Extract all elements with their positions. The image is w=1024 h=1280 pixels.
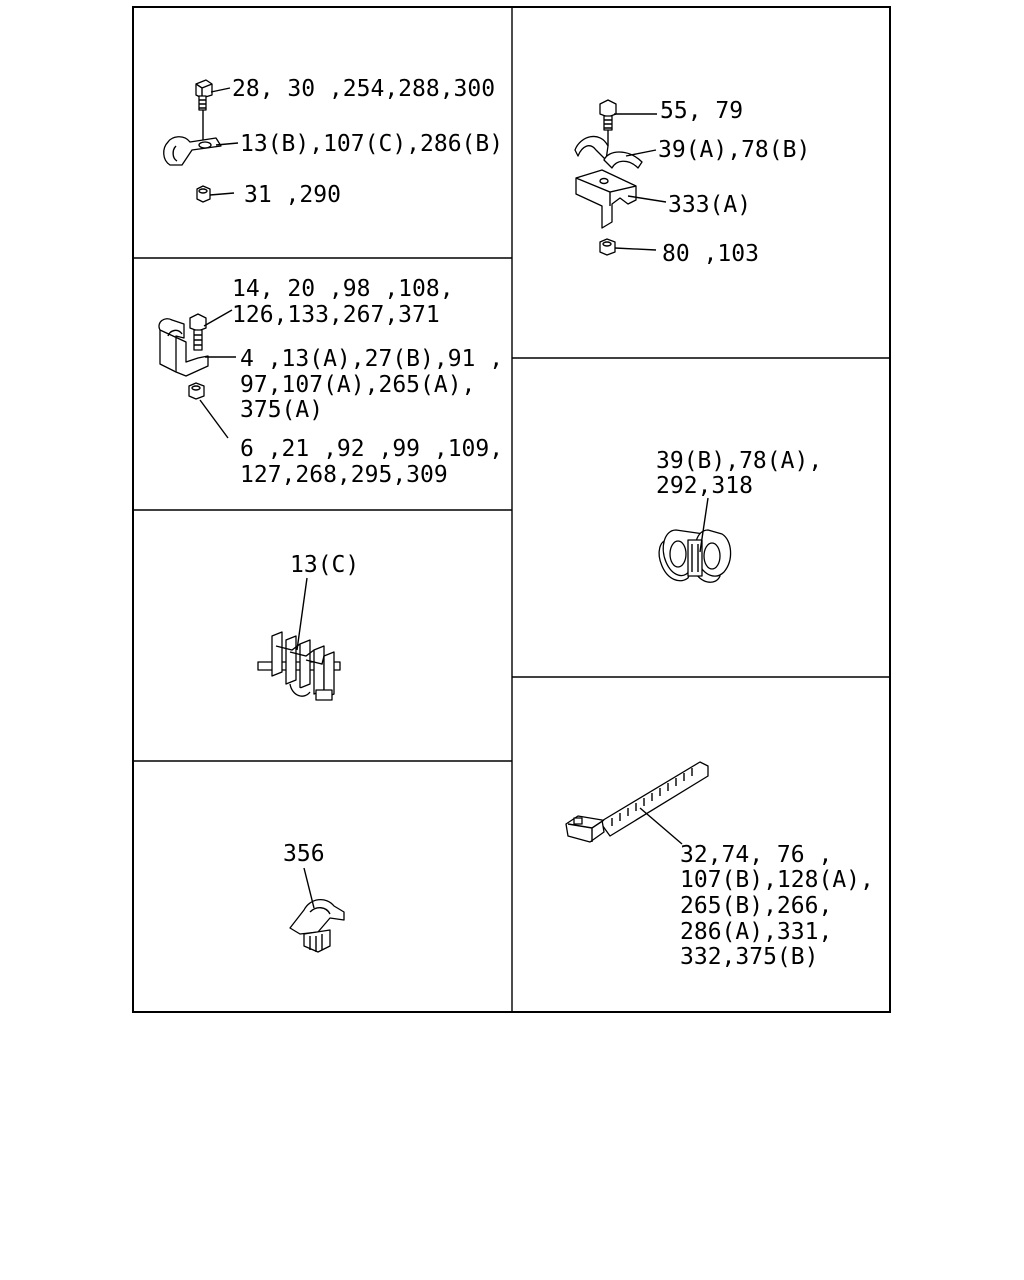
clip-part-label-line-1: 4 ,13(A),27(B),91 , xyxy=(240,346,503,372)
bolt-part-label: 55, 79 xyxy=(660,98,743,124)
push-clip-part-label: 356 xyxy=(283,841,325,867)
nut-icon xyxy=(599,238,616,256)
clamp-part-label: 39(A),78(B) xyxy=(658,137,810,163)
clip-part-label-line-3: 375(A) xyxy=(240,397,323,423)
double-clip-label-line-2: 292,318 xyxy=(656,473,753,499)
cable-tie-label-line-2: 107(B),128(A), xyxy=(680,867,874,893)
panel-bracket-clamp: 14, 20 ,98 ,108, 126,133,267,371 4 ,13(A… xyxy=(158,276,503,488)
panel-bolt-clip-nut: 28, 30 ,254,288,300 13(B),107(C),286(B) … xyxy=(163,76,503,208)
cable-tie-label-line-5: 332,375(B) xyxy=(680,944,818,970)
clip-part-label: 13(B),107(C),286(B) xyxy=(240,131,503,157)
cable-tie-icon xyxy=(565,761,709,843)
panel-split-clamp-bracket: 55, 79 39(A),78(B) 333(A) 80 ,103 xyxy=(574,98,810,267)
nut-icon xyxy=(196,185,211,203)
nut-part-label: 31 ,290 xyxy=(244,182,341,208)
cable-tie-label-line-1: 32,74, 76 , xyxy=(680,842,832,868)
cable-tie-label-line-3: 265(B),266, xyxy=(680,893,832,919)
bracket-clamp-icon xyxy=(158,318,209,377)
bolt-part-label-line-1: 14, 20 ,98 ,108, xyxy=(232,276,454,302)
panel-push-clip: 356 xyxy=(283,841,345,953)
bolt-part-label-line-2: 126,133,267,371 xyxy=(232,302,440,328)
panel-double-clip: 39(B),78(A), 292,318 xyxy=(656,448,822,583)
split-clamp-icon xyxy=(574,135,643,169)
p-clip-icon xyxy=(163,136,222,166)
bolt-icon xyxy=(599,99,617,146)
diagram-frame xyxy=(132,6,891,1013)
bolt-icon xyxy=(189,313,207,351)
bolt-icon xyxy=(195,79,213,140)
nut-part-label: 80 ,103 xyxy=(662,241,759,267)
panel-cable-tie: 32,74, 76 , 107(B),128(A), 265(B),266, 2… xyxy=(565,761,874,970)
push-clip-icon xyxy=(289,899,345,953)
clip-part-label-line-2: 97,107(A),265(A), xyxy=(240,372,475,398)
bracket-icon xyxy=(575,169,637,229)
double-clip-label-line-1: 39(B),78(A), xyxy=(656,448,822,474)
nut-part-label-line-2: 127,268,295,309 xyxy=(240,462,448,488)
cable-tie-label-line-4: 286(A),331, xyxy=(680,919,832,945)
panel-comb-clip: 13(C) xyxy=(257,552,359,701)
comb-clip-icon xyxy=(257,631,341,701)
comb-clip-part-label: 13(C) xyxy=(290,552,359,578)
bolt-part-label: 28, 30 ,254,288,300 xyxy=(232,76,495,102)
nut-part-label-line-1: 6 ,21 ,92 ,99 ,109, xyxy=(240,436,503,462)
double-clip-icon xyxy=(658,529,732,583)
bracket-part-label: 333(A) xyxy=(668,192,751,218)
nut-icon xyxy=(188,382,205,400)
